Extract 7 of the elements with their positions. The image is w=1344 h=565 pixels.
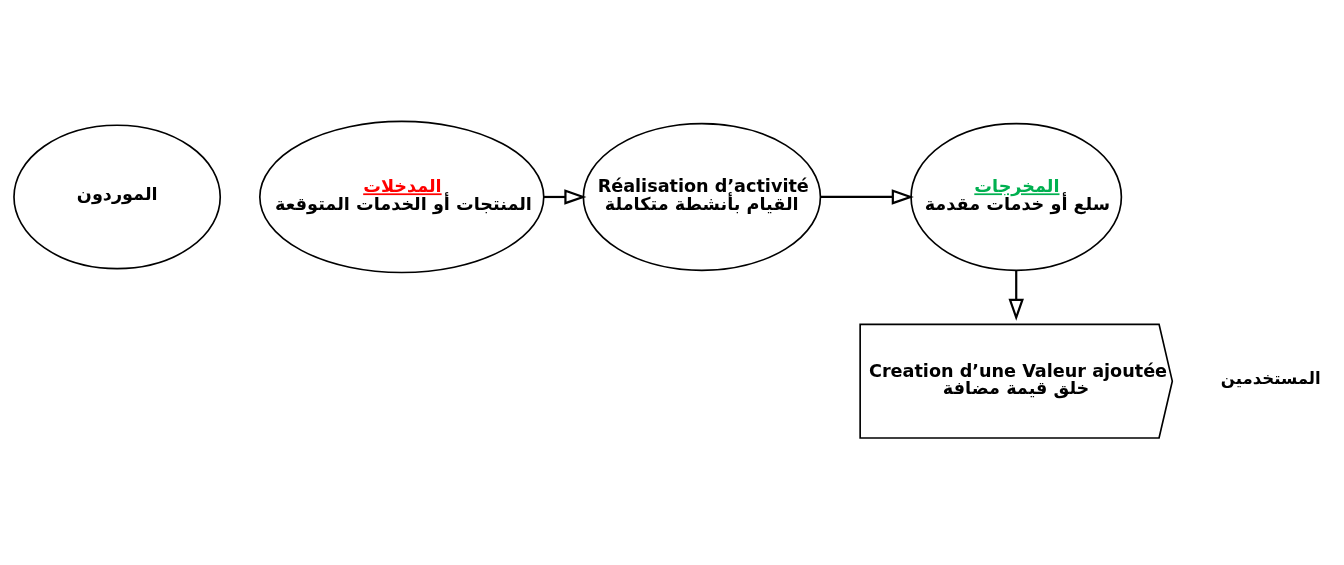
arrow [820, 188, 914, 205]
arrow [1008, 269, 1024, 321]
arrow [544, 188, 587, 205]
node-ellipse: الموردون [13, 123, 222, 269]
node-ellipse: المخرجات سلع أو خدمات مقدمة [910, 122, 1123, 271]
label: المستخدمين [1220, 368, 1321, 388]
node-ellipse: المدخلات المنتجات أو الخدمات المتوقعة [259, 120, 545, 273]
